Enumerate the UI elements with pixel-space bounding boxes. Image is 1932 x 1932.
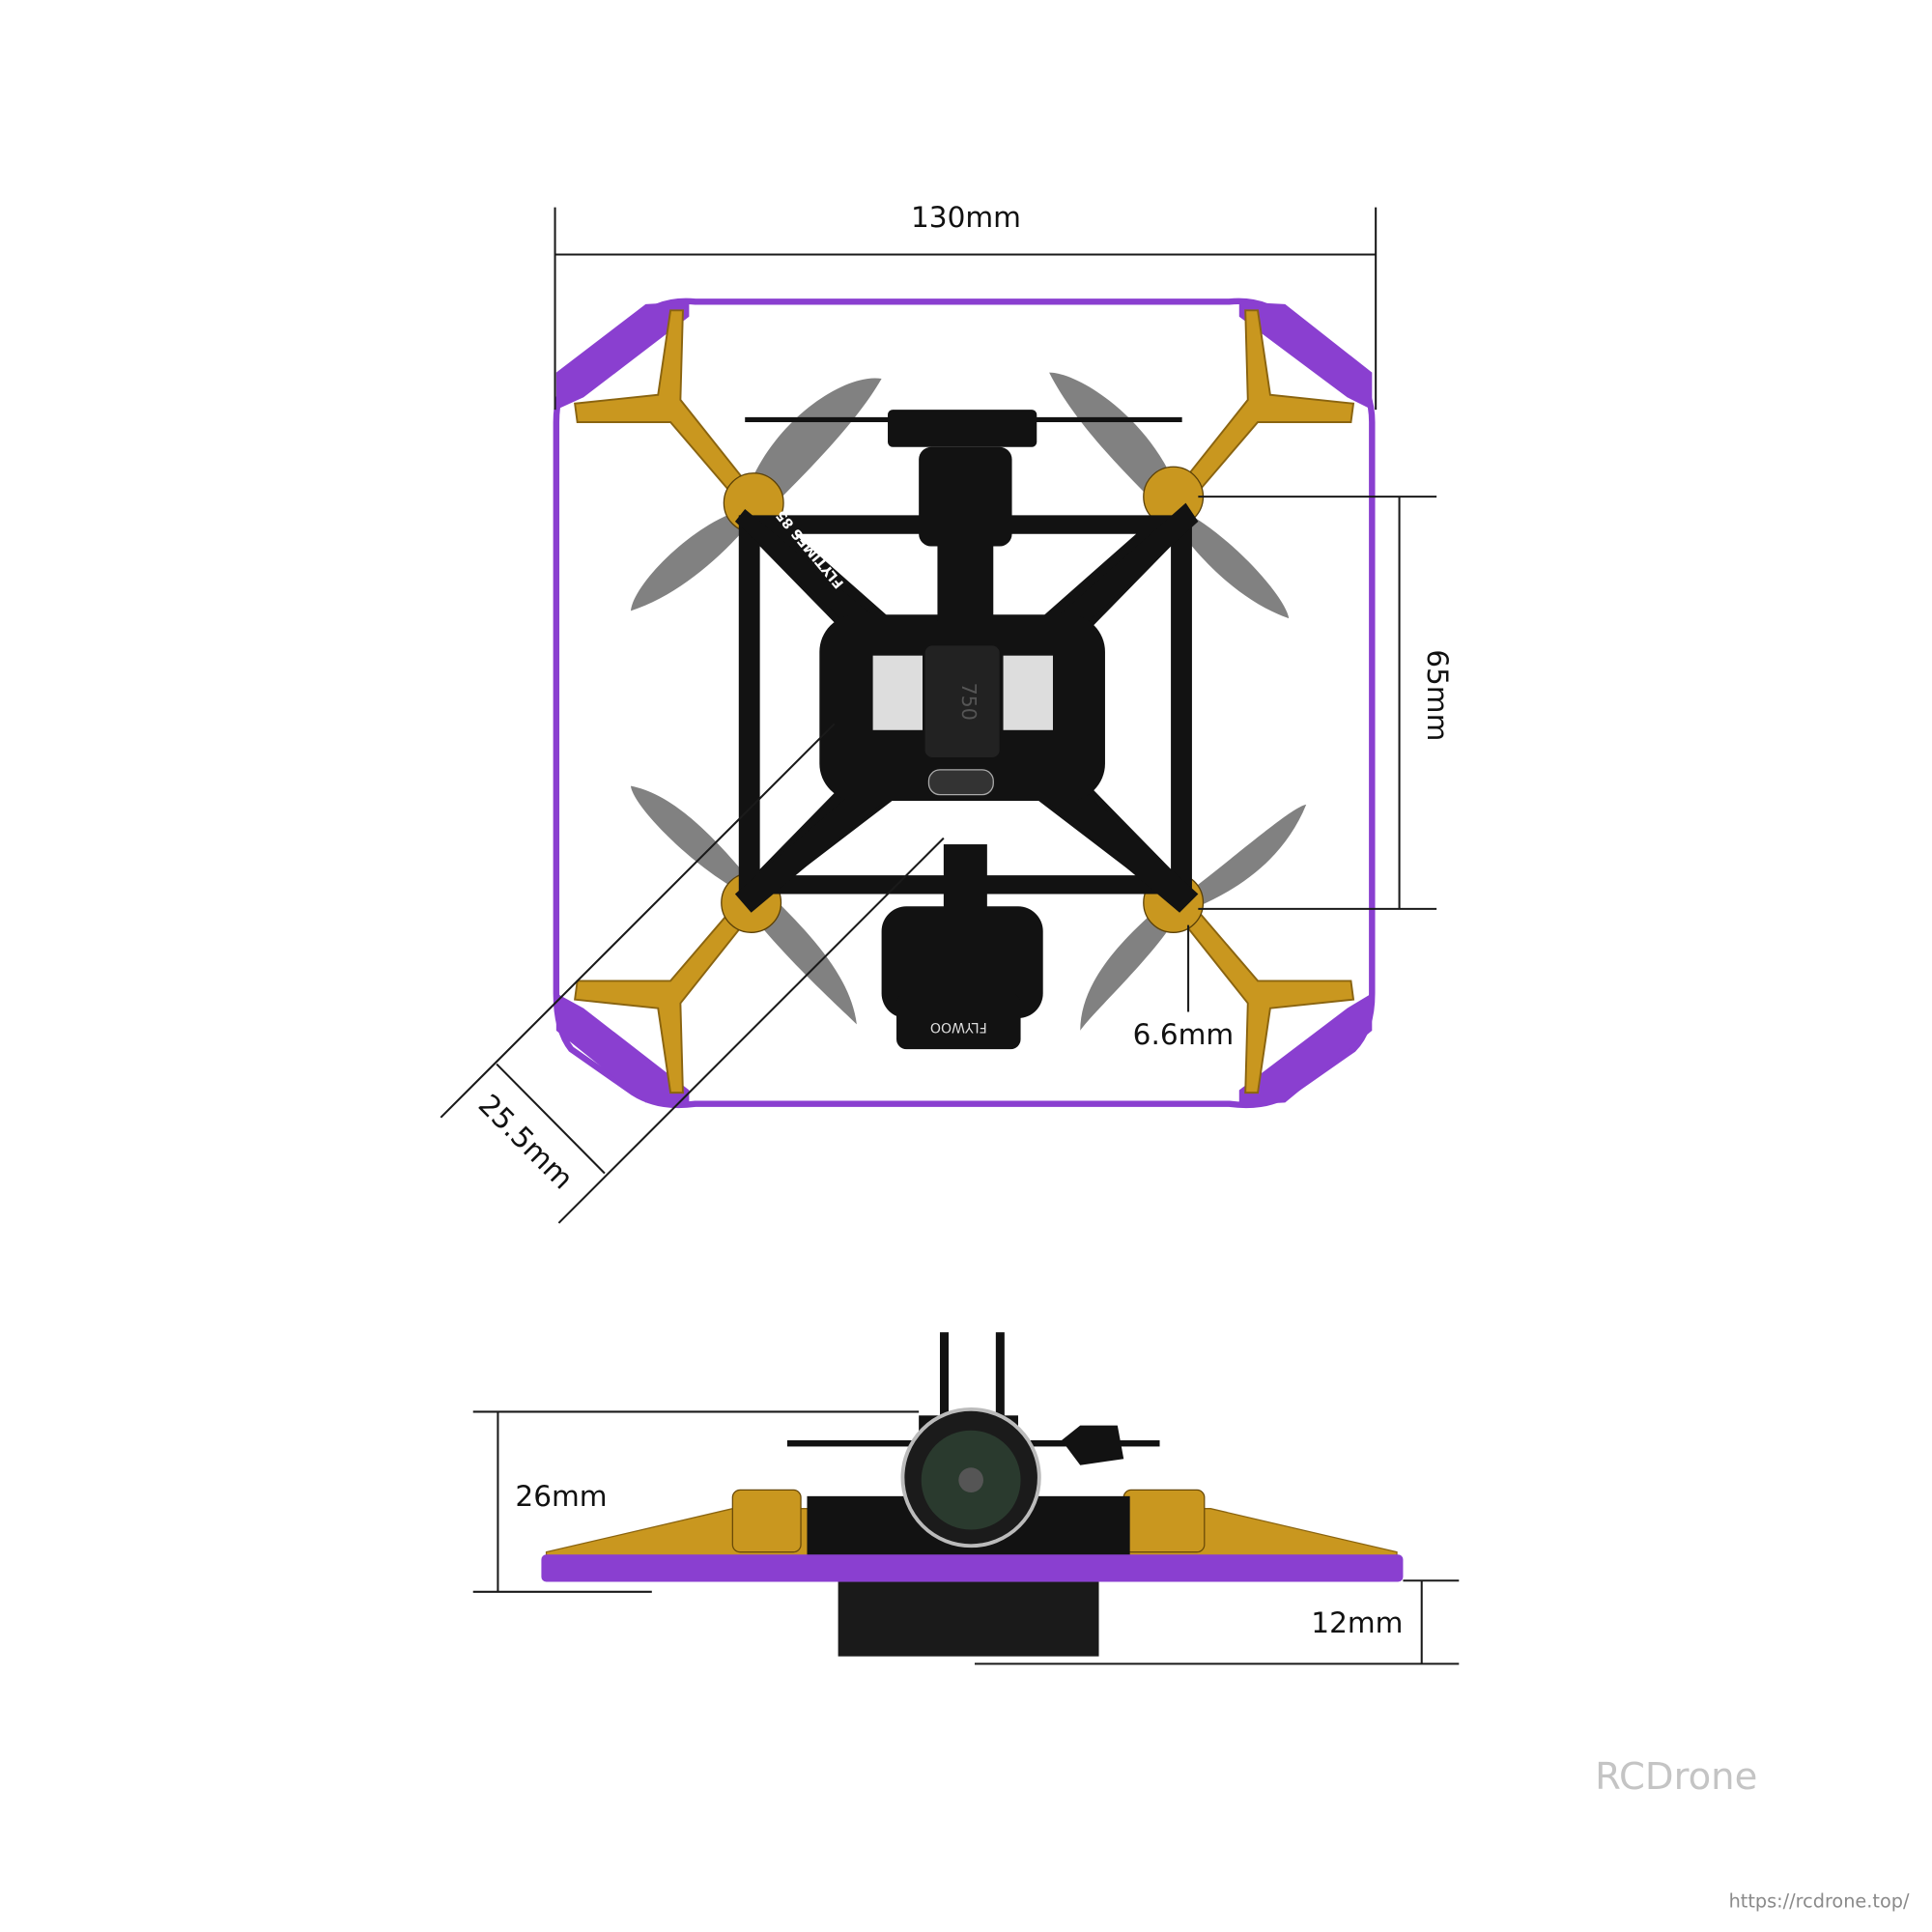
antenna-right	[995, 1332, 1005, 1420]
prop-size-label: 25.5mm	[472, 1088, 580, 1195]
watermark-brand: RCDrone	[1595, 1755, 1757, 1799]
dimension-26mm: 26mm	[472, 1410, 920, 1593]
antenna-left	[940, 1332, 950, 1420]
dimension-6-6mm: 6.6mm	[1133, 924, 1235, 1051]
camera-brand-text: FLYWOO	[930, 1019, 987, 1035]
dimension-12mm: 12mm	[974, 1579, 1460, 1665]
propellers	[630, 372, 1307, 1031]
battery-bay	[838, 1581, 1099, 1657]
side-view: 26mm 12mm	[472, 1332, 1460, 1665]
dimension-130mm: 130mm	[554, 201, 1378, 411]
battery-label: 750	[957, 683, 980, 721]
battery	[924, 645, 1000, 758]
esc-left	[872, 655, 923, 730]
motor-left	[731, 1489, 802, 1553]
guard-side	[541, 1554, 1404, 1582]
carbon-frame: 750 FLYTIMES 85 FLYWOO	[734, 410, 1199, 1050]
motor-right	[1122, 1489, 1206, 1553]
watermark-url: https://rcdrone.top/	[1729, 1889, 1910, 1912]
camera	[896, 993, 1021, 1050]
dimension-65mm: 65mm	[1198, 496, 1454, 910]
motor-height-label: 6.6mm	[1133, 1018, 1235, 1051]
esc-right	[1003, 655, 1053, 730]
guard-corners	[555, 301, 1373, 1105]
bottom-height-label: 12mm	[1311, 1606, 1403, 1639]
width-label: 130mm	[911, 201, 1021, 234]
camera-cage	[881, 906, 1043, 1018]
usb-port	[927, 769, 994, 796]
height-label: 26mm	[515, 1480, 607, 1513]
motor-spacing-label: 65mm	[1421, 649, 1454, 741]
top-view: 750 FLYTIMES 85 FLYWOO 130mm 65m	[440, 201, 1454, 1224]
